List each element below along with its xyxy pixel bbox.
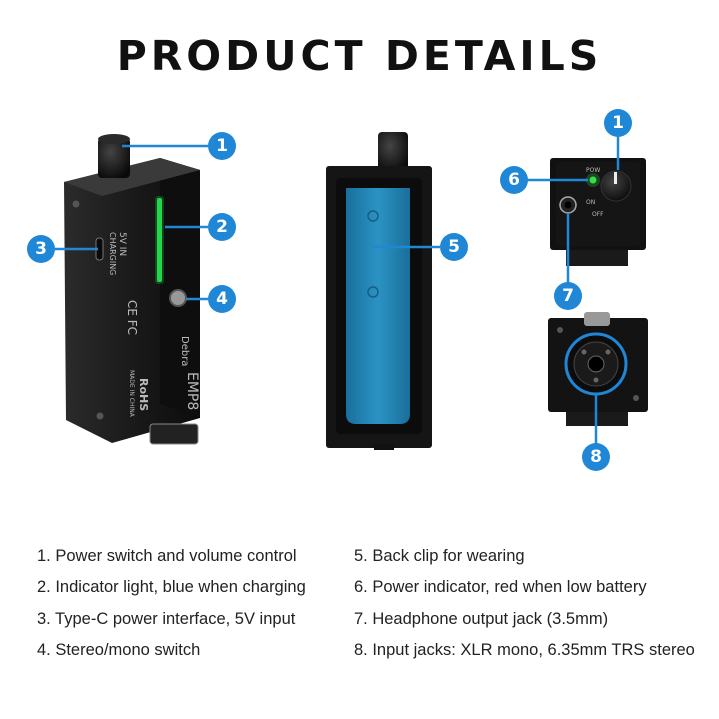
feature-item: 7. Headphone output jack (3.5mm) — [354, 610, 609, 628]
brand-mark: Debra — [179, 336, 190, 366]
callout-badge-6: 6 — [500, 166, 528, 194]
callout-badge-1: 1 — [208, 132, 236, 160]
indicator-light-strip — [157, 198, 162, 282]
power-volume-knob — [600, 170, 632, 202]
device-bottom-view — [548, 312, 648, 426]
callout-badge-4: 4 — [208, 285, 236, 313]
cert-marks: CE FC — [125, 300, 139, 335]
back-view-knob — [378, 132, 408, 172]
callout-badge-8: 8 — [582, 443, 610, 471]
made-in-mark: MADE IN CHINA — [128, 370, 135, 418]
callout-badge-2: 2 — [208, 213, 236, 241]
port-label-5v: 5V IN — [117, 232, 127, 256]
callout-leaders — [55, 136, 620, 444]
feature-item: 1. Power switch and volume control — [37, 547, 297, 565]
on-label: ON — [586, 199, 595, 206]
feature-item: 3. Type-C power interface, 5V input — [37, 610, 296, 628]
device-side-view: 5V IN CHARGING CE FC RoHS Debra MADE IN … — [64, 134, 200, 445]
model-mark: EMP8 — [184, 372, 200, 410]
callout-badge-7: 7 — [554, 282, 582, 310]
feature-item: 8. Input jacks: XLR mono, 6.35mm TRS ste… — [354, 641, 695, 659]
pow-label: POW — [586, 167, 600, 174]
rohs-mark: RoHS — [137, 378, 150, 411]
volume-knob — [98, 138, 130, 178]
power-led — [589, 176, 597, 184]
feature-item: 5. Back clip for wearing — [354, 547, 525, 565]
off-label: OFF — [592, 211, 604, 218]
callout-badge-3: 3 — [27, 235, 55, 263]
device-back-view — [326, 132, 432, 450]
xlr-latch — [584, 312, 610, 326]
feature-item: 4. Stereo/mono switch — [37, 641, 201, 659]
stereo-mono-switch — [169, 289, 187, 307]
page-title: PRODUCT DETAILS — [116, 32, 603, 80]
feature-item: 6. Power indicator, red when low battery — [354, 578, 647, 596]
port-label-charging: CHARGING — [108, 232, 117, 275]
belt-clip — [346, 188, 410, 424]
feature-item: 2. Indicator light, blue when charging — [37, 578, 306, 596]
device-top-view: POW ON OFF — [550, 158, 646, 266]
callout-badge-5: 5 — [440, 233, 468, 261]
callout-badge-1-top: 1 — [604, 109, 632, 137]
